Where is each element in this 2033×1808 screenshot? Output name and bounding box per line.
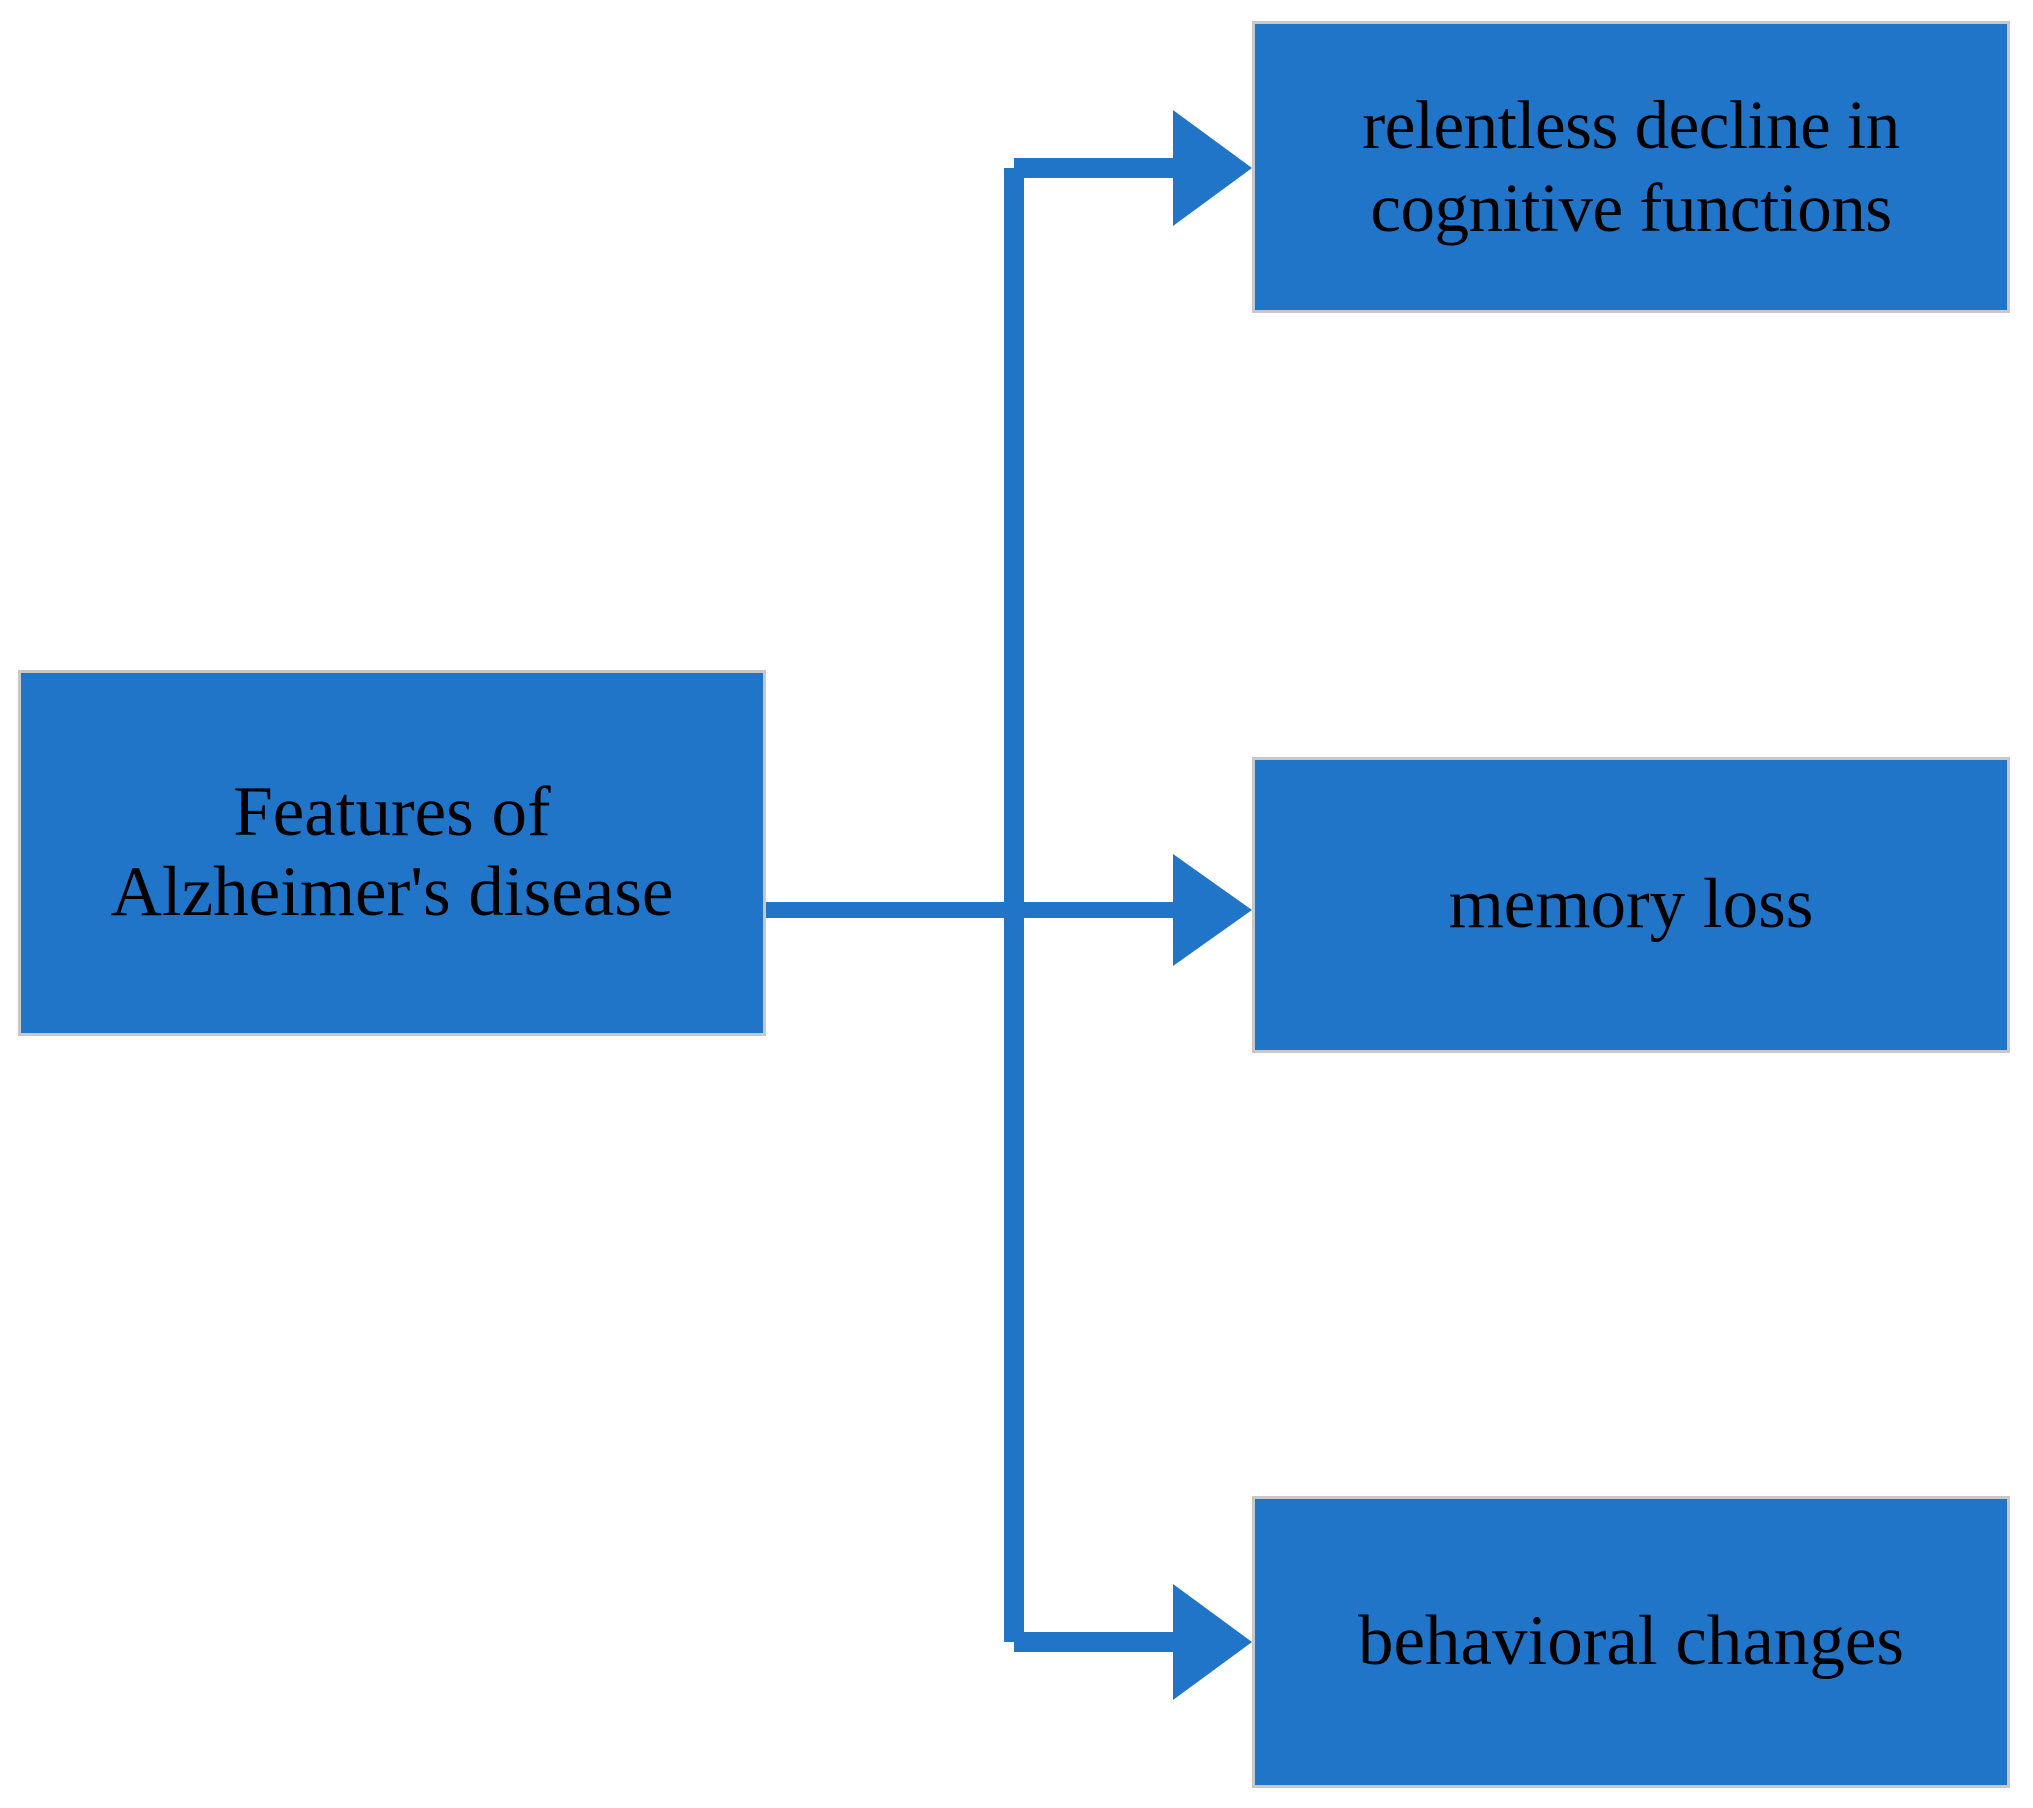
node-label: memory loss xyxy=(1448,865,1814,944)
node-features-of-alzheimers-disease[interactable]: Features of Alzheimer's disease xyxy=(18,670,766,1036)
edge-to-behavioral xyxy=(1014,1584,1252,1700)
node-label: Features of Alzheimer's disease xyxy=(110,773,674,931)
node-relentless-decline-in-cognitive-functions[interactable]: relentless decline in cognitive function… xyxy=(1252,21,2010,313)
node-behavioral-changes[interactable]: behavioral changes xyxy=(1252,1496,2010,1788)
node-label: behavioral changes xyxy=(1357,1602,1905,1681)
edge-trunk xyxy=(766,902,1014,918)
edge-spine xyxy=(1004,168,1024,1642)
edge-to-memory xyxy=(1014,854,1252,966)
node-label: relentless decline in cognitive function… xyxy=(1362,87,1900,246)
edge-to-cognitive xyxy=(1014,110,1252,226)
node-memory-loss[interactable]: memory loss xyxy=(1252,757,2010,1053)
